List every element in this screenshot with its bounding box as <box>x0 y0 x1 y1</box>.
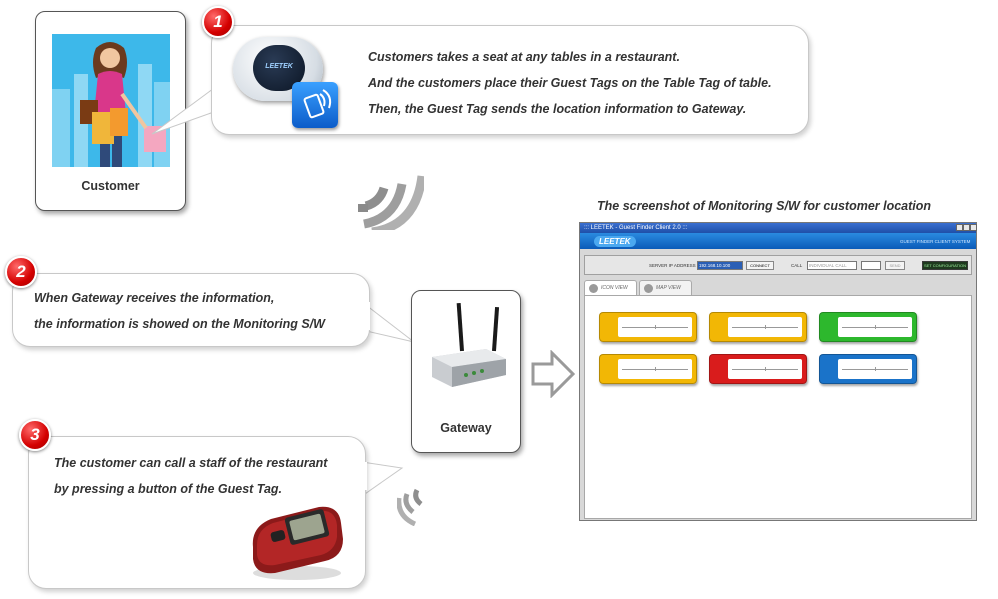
monitoring-window: ::: LEETEK - Guest Finder Client 2.0 :::… <box>579 222 977 521</box>
table-tag-card[interactable] <box>819 354 917 384</box>
customer-label: Customer <box>81 179 140 193</box>
nfc-tap-icon <box>292 82 338 128</box>
tab-icon-view-label: ICON VIEW <box>601 285 628 291</box>
window-title-bar: ::: LEETEK - Guest Finder Client 2.0 ::: <box>580 223 976 233</box>
table-tag-display <box>728 317 802 337</box>
bubble-2-joint <box>365 302 370 330</box>
gateway-device-image <box>432 303 506 387</box>
bubble-1-joint <box>212 90 216 116</box>
step1-line-3: Then, the Guest Tag sends the location i… <box>368 102 747 116</box>
table-tag-card[interactable] <box>819 312 917 342</box>
call-signal-icon <box>397 488 423 526</box>
table-tag-card[interactable] <box>599 312 697 342</box>
table-tag-card[interactable] <box>599 354 697 384</box>
table-tag-card[interactable] <box>709 354 807 384</box>
customer-illustration <box>52 34 170 167</box>
connect-button[interactable]: CONNECT <box>746 261 774 270</box>
step2-line-1: When Gateway receives the information, <box>34 291 275 305</box>
minimize-button[interactable] <box>956 224 963 231</box>
map-view-icon <box>644 284 653 293</box>
guest-tag-logo: LEETEK <box>265 63 293 70</box>
wireless-signal-icon <box>358 175 424 230</box>
close-button[interactable] <box>970 224 977 231</box>
server-ip-input[interactable]: 192.168.10.100 <box>697 261 743 270</box>
table-tag-display <box>838 317 912 337</box>
icon-view-panel <box>584 295 972 519</box>
brand-subtitle: GUEST FINDER CLIENT SYSTEM <box>900 239 971 244</box>
step1-text: Customers takes a seat at any tables in … <box>368 44 772 122</box>
table-tag-display <box>728 359 802 379</box>
maximize-button[interactable] <box>963 224 970 231</box>
step3-line-2: by pressing a button of the Guest Tag. <box>54 482 283 496</box>
step1-badge: 1 <box>202 6 234 38</box>
step2-text: When Gateway receives the information, t… <box>34 285 325 337</box>
step3-badge: 3 <box>19 419 51 451</box>
brand-bar: LEETEK GUEST FINDER CLIENT SYSTEM <box>580 233 976 249</box>
step2-badge: 2 <box>5 256 37 288</box>
table-tag-display <box>838 359 912 379</box>
monitoring-caption: The screenshot of Monitoring S/W for cus… <box>597 199 932 213</box>
call-type-select[interactable]: INDIVIDUAL CALL <box>807 261 857 270</box>
step3-text: The customer can call a staff of the res… <box>54 450 327 502</box>
tab-map-view[interactable]: MAP VIEW <box>639 280 692 295</box>
pager-device-image <box>252 506 343 580</box>
tab-icon-view[interactable]: ICON VIEW <box>584 280 637 295</box>
step3-line-1: The customer can call a staff of the res… <box>54 456 328 470</box>
server-ip-label: SERVER IP ADDRESS <box>649 263 696 268</box>
gateway-card: Gateway <box>411 290 521 453</box>
table-tag-card[interactable] <box>709 312 807 342</box>
step2-line-2: the information is showed on the Monitor… <box>34 317 325 331</box>
step3-bubble: The customer can call a staff of the res… <box>28 436 366 589</box>
gateway-label: Gateway <box>440 421 492 435</box>
table-tag-display <box>618 359 692 379</box>
send-button[interactable]: SEND <box>885 261 905 270</box>
connection-toolbar: SERVER IP ADDRESS 192.168.10.100 CONNECT… <box>584 255 972 275</box>
call-label: CALL <box>791 263 803 268</box>
window-title: ::: LEETEK - Guest Finder Client 2.0 ::: <box>584 225 688 231</box>
step1-line-1: Customers takes a seat at any tables in … <box>368 50 680 64</box>
set-configuration-button[interactable]: SET CONFIGURATION <box>922 261 968 270</box>
call-target-input[interactable] <box>861 261 881 270</box>
flow-arrow-icon <box>531 350 576 398</box>
tab-map-view-label: MAP VIEW <box>656 285 681 291</box>
table-tag-display <box>618 317 692 337</box>
step1-line-2: And the customers place their Guest Tags… <box>368 76 772 90</box>
customer-card: Customer <box>35 11 186 211</box>
step2-bubble: When Gateway receives the information, t… <box>12 273 370 347</box>
brand-logo: LEETEK <box>594 236 636 247</box>
icon-view-icon <box>589 284 598 293</box>
bubble-3-joint <box>362 462 367 490</box>
